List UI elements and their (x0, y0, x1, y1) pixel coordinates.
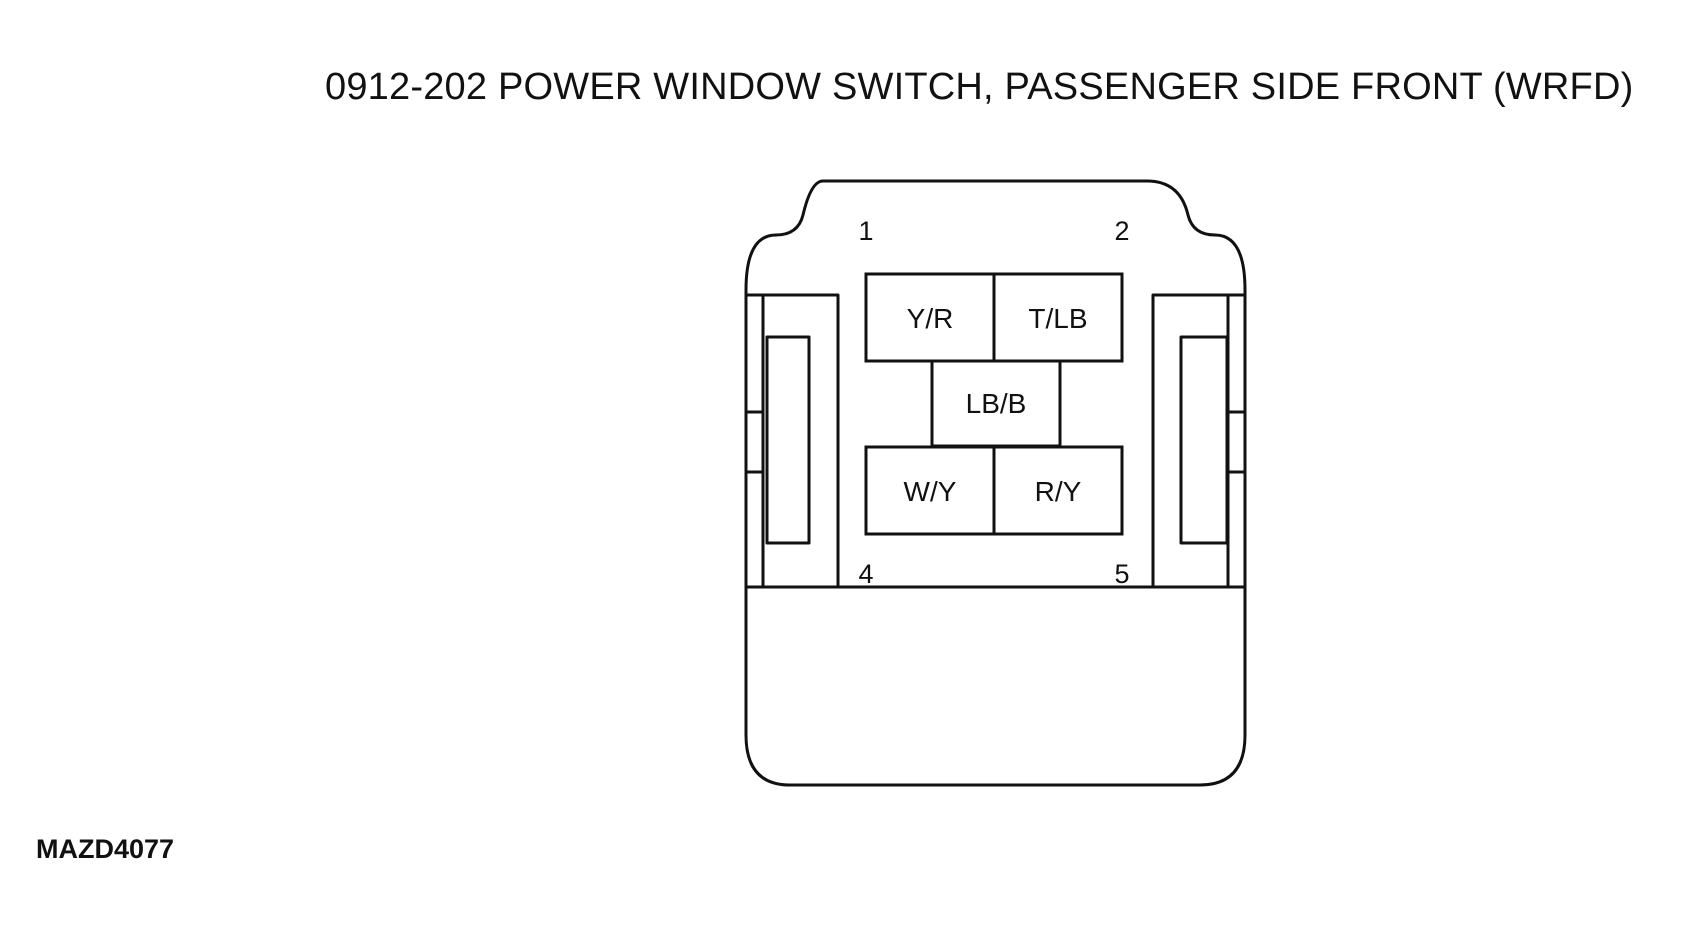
pin-number-1: 1 (858, 216, 873, 246)
figure-id: MAZD4077 (36, 834, 175, 864)
terminal-cavity-pin2: T/LB (992, 272, 1124, 363)
terminal-cavity-pin3: LB/B (930, 359, 1062, 448)
pin-number-4: 4 (858, 559, 873, 589)
left-latch (744, 293, 840, 589)
connector-housing (744, 179, 1247, 787)
right-latch (1151, 293, 1245, 589)
wire-color-pin2: T/LB (1028, 303, 1087, 334)
wire-color-pin1: Y/R (907, 303, 954, 334)
diagram-title: 0912-202 POWER WINDOW SWITCH, PASSENGER … (325, 66, 1634, 108)
wire-color-pin3: LB/B (966, 388, 1027, 419)
pin-number-5: 5 (1114, 559, 1129, 589)
wire-color-pin5: R/Y (1035, 476, 1082, 507)
wire-color-pin4: W/Y (904, 476, 957, 507)
terminal-cavity-pin1: Y/R (864, 272, 996, 363)
pin-number-2: 2 (1114, 216, 1129, 246)
terminal-cavity-pin5: R/Y (992, 445, 1124, 536)
terminal-cavity-pin4: W/Y (864, 445, 996, 536)
